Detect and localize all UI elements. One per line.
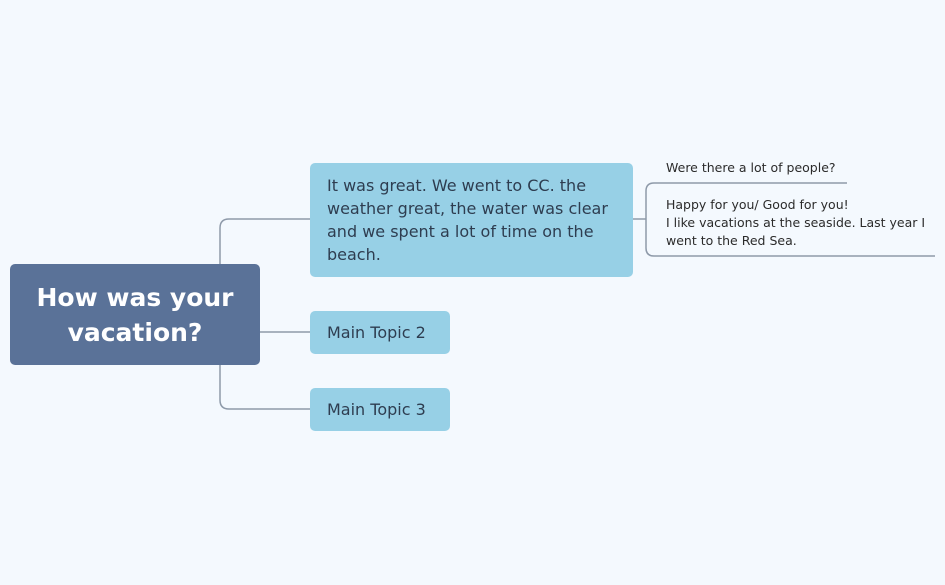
central-topic[interactable]: How was your vacation? [10,264,260,365]
connector-to-subtopic-2 [645,219,935,257]
subtopic-1-label: Were there a lot of people? [666,160,836,175]
subtopic-2-line-3: went to the Red Sea. [666,233,797,248]
main-topic-2[interactable]: Main Topic 2 [310,311,450,354]
main-topic-3[interactable]: Main Topic 3 [310,388,450,431]
main-topic-1[interactable]: It was great. We went to CC. the weather… [310,163,633,277]
connector-central-to-topic-3 [219,365,310,410]
main-topic-2-label: Main Topic 2 [327,323,426,342]
subtopic-2-line-2: I like vacations at the seaside. Last ye… [666,215,926,230]
connector-to-subtopic-1 [645,182,847,219]
subtopic-1[interactable]: Were there a lot of people? [666,159,836,177]
main-topic-3-label: Main Topic 3 [327,400,426,419]
central-topic-label: How was your vacation? [36,282,234,347]
main-topic-1-label: It was great. We went to CC. the weather… [327,176,608,264]
connector-central-to-topic-1 [219,218,310,264]
subtopic-2-line-1: Happy for you/ Good for you! [666,197,849,212]
subtopic-2[interactable]: Happy for you/ Good for you! I like vaca… [666,196,925,250]
